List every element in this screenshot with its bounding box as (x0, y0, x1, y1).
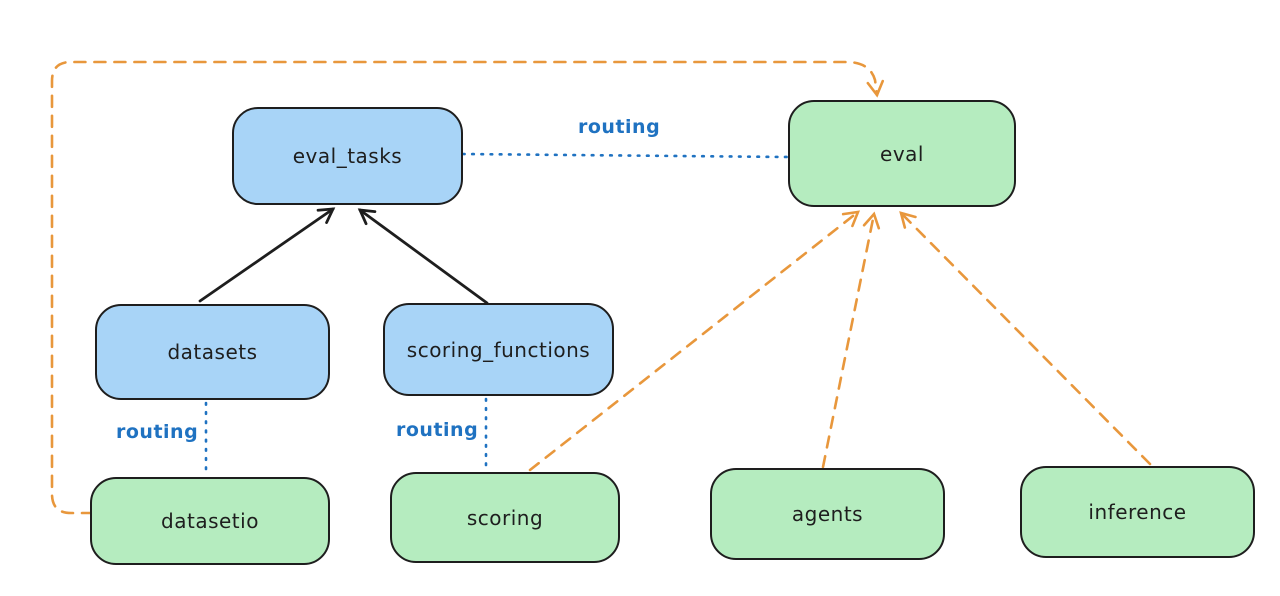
edge-agents-to-eval-arrow (821, 211, 881, 469)
edge-eval-tasks-eval-routing (461, 152, 790, 159)
node-eval-tasks: eval_tasks (232, 107, 463, 205)
node-inference: inference (1020, 466, 1255, 558)
edge-label-routing-datasets-datasetio: routing (116, 421, 199, 443)
node-agents: agents (710, 468, 945, 560)
node-datasetio: datasetio (90, 477, 330, 565)
edge-scoring-to-eval-arrow (528, 210, 861, 472)
edge-label-routing-eval-tasks-eval: routing (578, 116, 661, 138)
node-scoring-functions: scoring_functions (383, 303, 614, 396)
node-eval: eval (788, 100, 1016, 207)
edge-scoring-functions-to-eval-tasks-arrow (357, 208, 489, 305)
edge-inference-to-eval-arrow (899, 211, 1152, 466)
node-scoring: scoring (390, 472, 620, 563)
edge-label-routing-scoring-functions-scoring: routing (396, 419, 479, 441)
edge-datasetio-to-eval-arrow (50, 60, 885, 515)
edge-datasets-to-eval-tasks-arrow (198, 207, 336, 303)
node-datasets: datasets (95, 304, 330, 400)
